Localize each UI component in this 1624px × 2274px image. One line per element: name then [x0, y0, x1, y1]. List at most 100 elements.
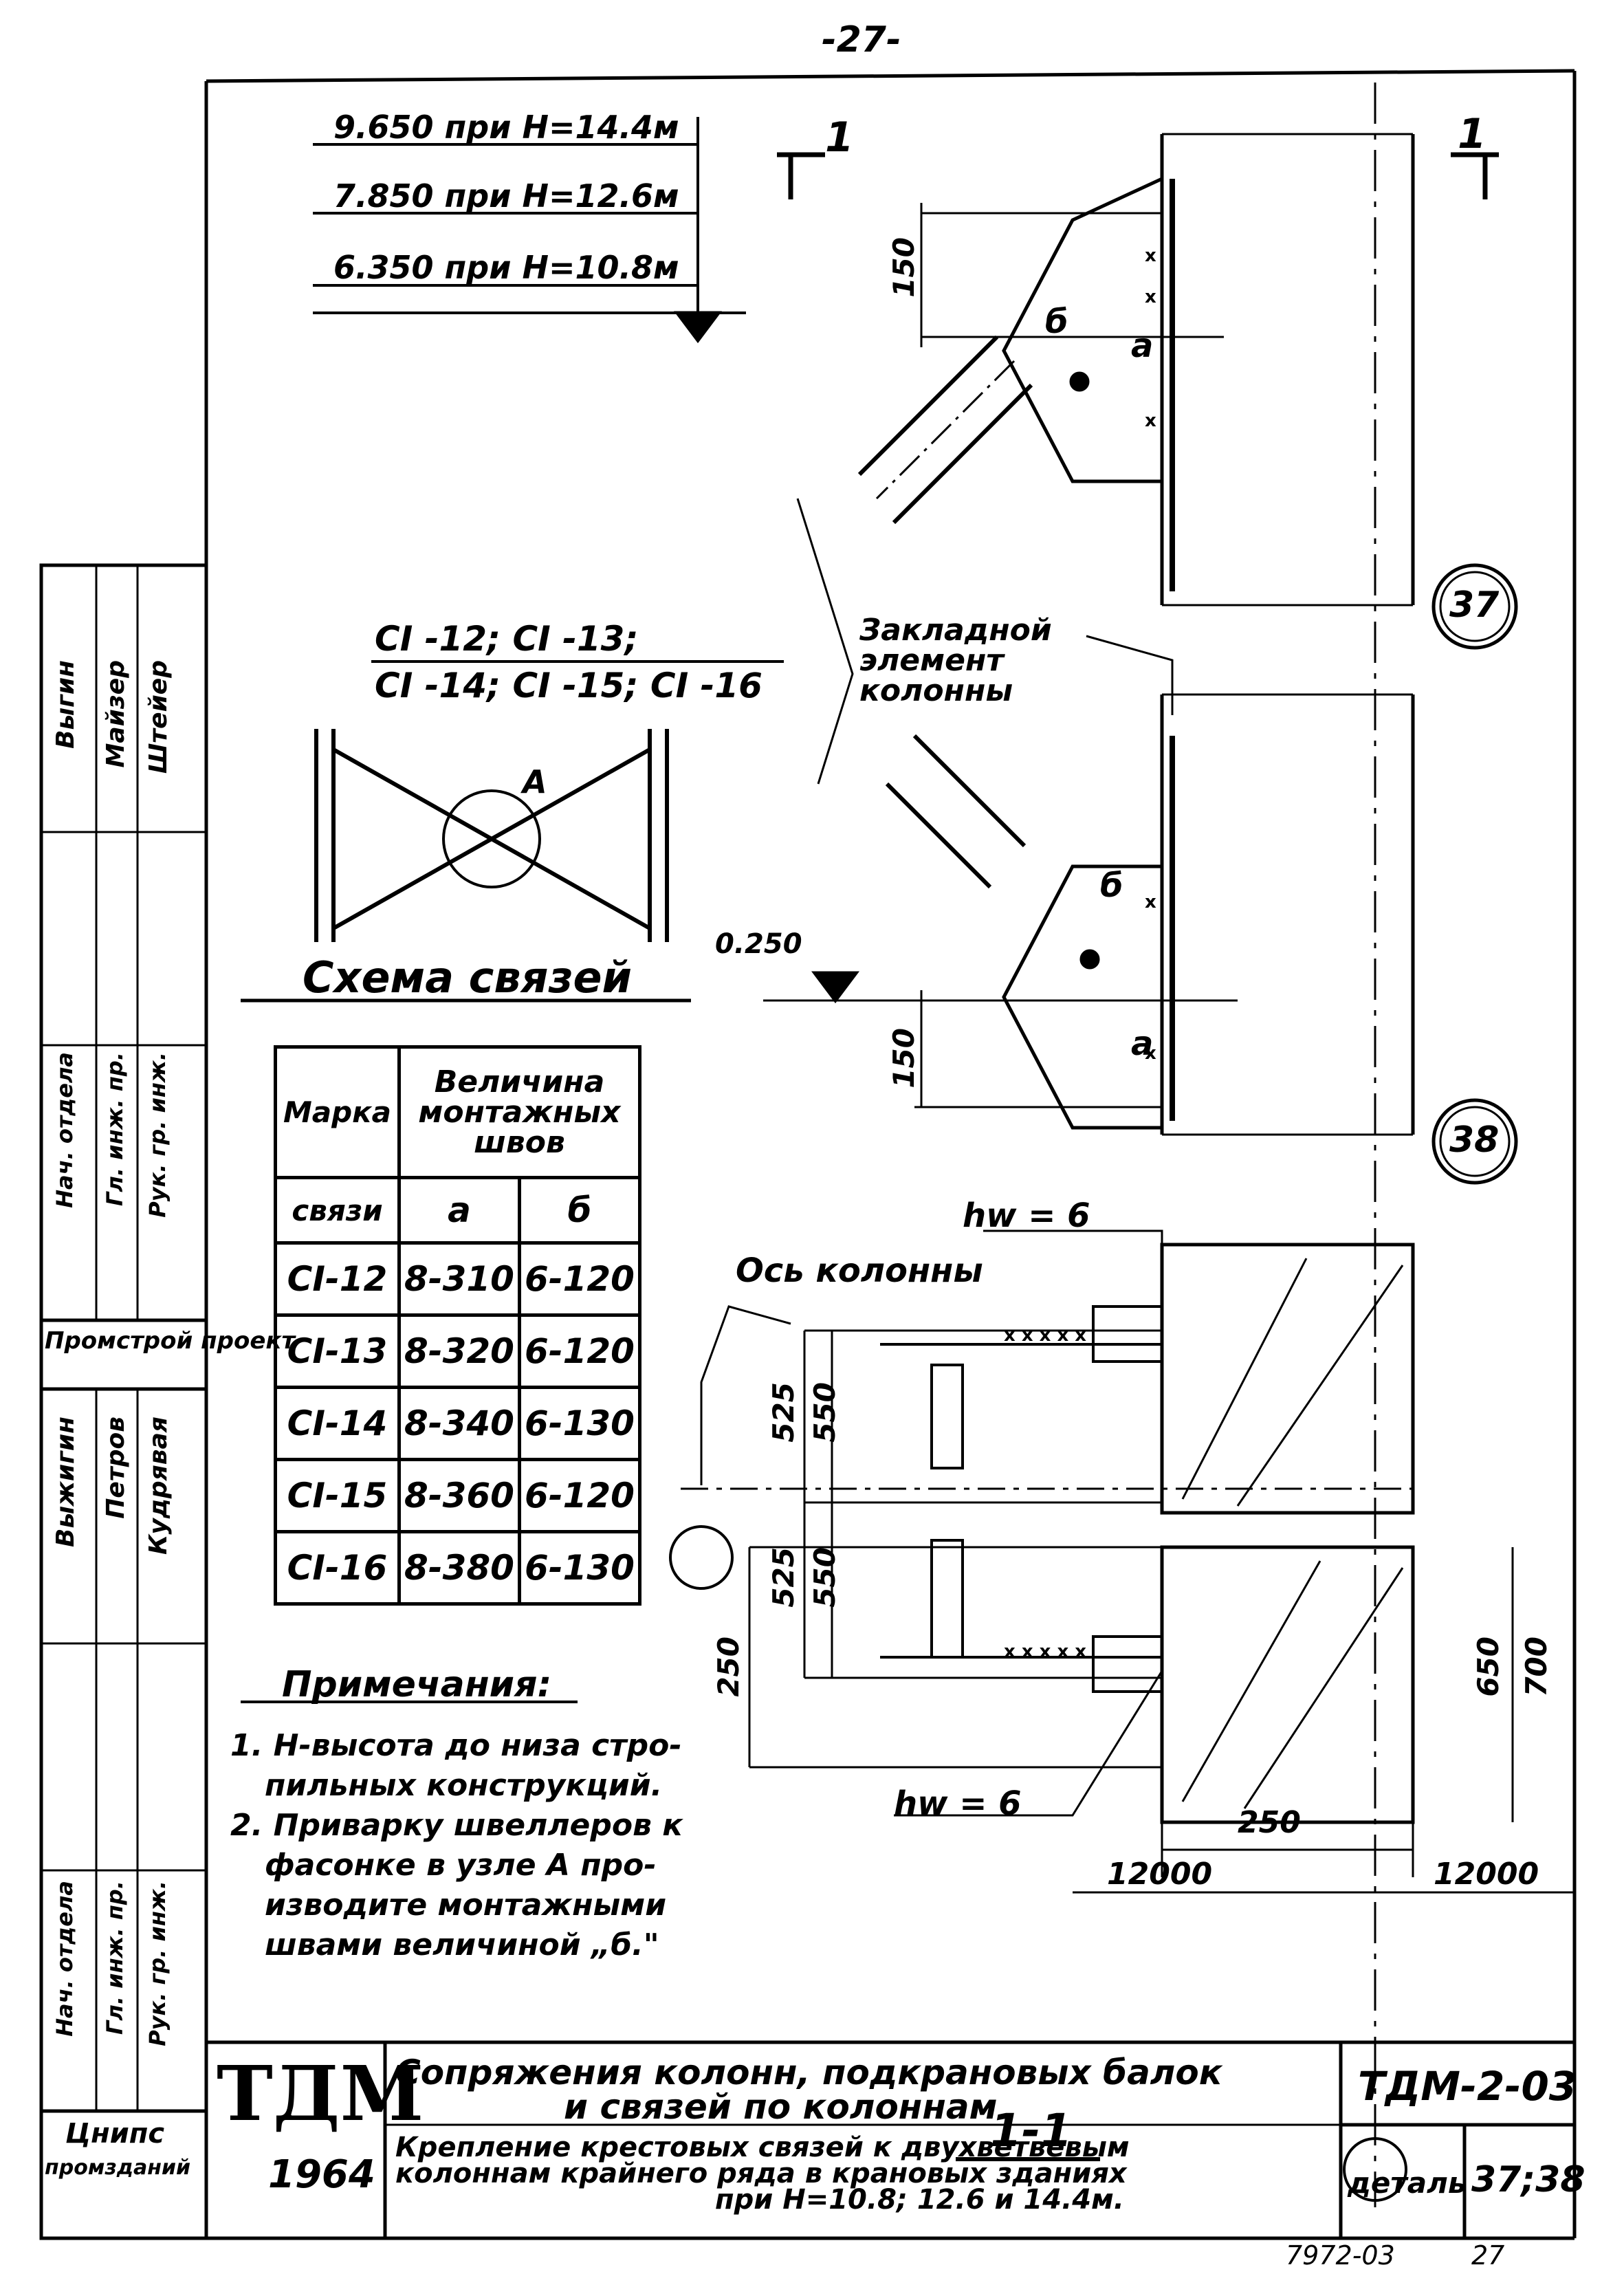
dim-12000-left: 12000	[1107, 1857, 1213, 1892]
section-block-upper	[1160, 1243, 1415, 1515]
note-line: фасонке в узле А про-	[265, 1848, 657, 1883]
weld-table-cell-mark: СI-12	[274, 1241, 401, 1317]
scheme-node-circle	[442, 789, 541, 888]
weld-table-cell-mark: СI-14	[274, 1386, 401, 1461]
section-mark-right: 1	[1458, 110, 1486, 158]
gusset-section-upper	[1092, 1305, 1163, 1363]
leader-embedded	[1086, 635, 1174, 715]
axis-bubble-bottom	[1343, 2137, 1407, 2202]
weld-table-row: СI-14 8-340 6-130	[274, 1386, 641, 1461]
bracing-list-line-1: СI -12; СI -13;	[375, 619, 639, 659]
note-line: 1. H-высота до низа стро-	[230, 1728, 682, 1763]
notes-title: Примечания:	[282, 1664, 552, 1705]
weld-marks-1: x	[1145, 245, 1156, 266]
title-block-title-1: Сопряжения колонн, подкрановых балок	[395, 2053, 1222, 2092]
bottom-page: 27	[1471, 2240, 1505, 2271]
axis-label: Ось колонны	[736, 1251, 983, 1290]
bubble-37-label: 37	[1449, 584, 1500, 626]
weld-b-lower: б	[1100, 866, 1123, 905]
leader-bracing-list	[796, 498, 854, 785]
dim-250-horizontal-label: 250	[1238, 1805, 1301, 1840]
title-block-detail-value: 37;38	[1471, 2159, 1585, 2200]
title-block-subtitle-3: при H=10.8; 12.6 и 14.4м.	[715, 2184, 1124, 2216]
weld-table-cell-mark: СI-13	[274, 1313, 401, 1389]
weld-table-cell-b: 6-130	[518, 1530, 641, 1606]
dim-550-upper: 550	[808, 1382, 842, 1443]
title-block-detail-label: деталь	[1348, 2166, 1467, 2200]
weld-table-row: СI-16 8-380 6-130	[274, 1530, 641, 1606]
hatch-4	[1243, 1567, 1404, 1809]
hatch-3	[1181, 1560, 1321, 1802]
scheme-node-label: A	[523, 763, 547, 800]
weld-table-cell-a: 8-360	[397, 1458, 521, 1533]
title-block-subtitle-2: колоннам крайнего ряда в крановых здания…	[395, 2158, 1127, 2189]
stamp-bottom-name-1: Выжигин	[52, 1417, 80, 1547]
weld-a-lower: a	[1131, 1025, 1154, 1063]
weld-table-cell-a: 8-310	[397, 1241, 521, 1317]
hw-bot-label: hw = 6	[894, 1784, 1022, 1823]
level-mark-0250	[811, 971, 859, 1004]
weld-table-cell-a: 8-320	[397, 1313, 521, 1389]
weld-a-upper: a	[1131, 327, 1154, 365]
bubble-38-outer	[1431, 1098, 1518, 1185]
brace-lower-2	[912, 734, 1027, 848]
weld-marks-2: x	[1145, 287, 1156, 307]
bubble-37-inner	[1439, 571, 1511, 642]
stamp-bottom-role-2: Гл. инж. пр.	[102, 1881, 128, 2035]
weld-table-header-mark: Марка	[274, 1045, 401, 1179]
hw-top-label: hw = 6	[963, 1196, 1090, 1235]
brace-lower-1	[885, 782, 992, 889]
stamp-bottom-role-3: Рук. гр. инж.	[144, 1881, 171, 2046]
title-block-logo: ТДМ	[217, 2049, 424, 2138]
node-lower	[1079, 949, 1100, 970]
weld-b-upper: б	[1045, 303, 1068, 341]
weld-table-col-a: a	[397, 1176, 521, 1245]
level-label-1: 9.650 при H=14.4м	[333, 109, 679, 146]
brace-upper-2	[892, 383, 1033, 525]
hw-top-leader	[983, 1229, 1163, 1258]
stamp-org: Цнипс	[65, 2118, 165, 2150]
weld-table-cell-b: 6-120	[518, 1458, 641, 1533]
title-block-subtitle-1: Крепление крестовых связей к двухветвевы…	[395, 2132, 1130, 2163]
stamp-top-name-1: Выгин	[52, 660, 80, 749]
hatch-2	[1236, 1265, 1404, 1507]
dim-525-lower: 525	[767, 1547, 800, 1608]
section-mark-left: 1	[825, 113, 854, 162]
weld-table-cell-b: 6-130	[518, 1386, 641, 1461]
brace-upper-axis	[875, 360, 1016, 500]
weld-table-header-mark-2: связи	[274, 1176, 401, 1245]
weld-table-cell-mark: СI-16	[274, 1530, 401, 1606]
level-label-3: 6.350 при H=10.8м	[333, 249, 679, 286]
weld-marks-7: x x x x x	[1004, 1641, 1086, 1662]
weld-marks-4: x	[1145, 892, 1156, 912]
note-line: пильных конструкций.	[265, 1768, 663, 1803]
weld-table-header-size: Величина монтажных швов	[397, 1045, 641, 1179]
axis-bubble-left	[669, 1525, 734, 1590]
frame-top	[206, 69, 1575, 83]
weld-table: Марка Величина монтажных швов связи a б …	[274, 1045, 641, 1606]
stamp-bottom-role-1: Нач. отдела	[52, 1881, 78, 2037]
level-label-2: 7.850 при H=12.6м	[333, 177, 679, 215]
page-number: -27-	[822, 19, 901, 61]
dim-700: 700	[1519, 1637, 1553, 1697]
bottom-number: 7972-03	[1286, 2240, 1395, 2271]
stamp-top-name-3: Штейер	[144, 660, 173, 774]
weld-table-row: СI-13 8-320 6-120	[274, 1313, 641, 1389]
weld-table-row: СI-15 8-360 6-120	[274, 1458, 641, 1533]
level-0250-label: 0.250	[715, 928, 802, 960]
title-block-code: ТДМ-2-03	[1358, 2063, 1577, 2110]
stamp-top-role-3: Рук. гр. инж.	[144, 1052, 171, 1218]
title-block-year: 1964	[268, 2152, 375, 2197]
section-title: 1-1	[990, 2104, 1073, 2157]
stamp-bottom-name-3: Кудрявая	[144, 1417, 173, 1555]
gusset-lower	[1002, 864, 1164, 1130]
weld-marks-6: x x x x x	[1004, 1325, 1086, 1346]
bracing-list-divider	[371, 660, 784, 663]
weld-table-cell-a: 8-380	[397, 1530, 521, 1606]
title-block-title-2: и связей по колоннам	[564, 2087, 998, 2127]
note-line: швами величиной „б."	[265, 1927, 659, 1963]
stamp-promstroy: Промстрой проект	[45, 1327, 296, 1355]
bubble-37-outer	[1431, 563, 1518, 650]
dim-550-lower: 550	[808, 1547, 842, 1608]
